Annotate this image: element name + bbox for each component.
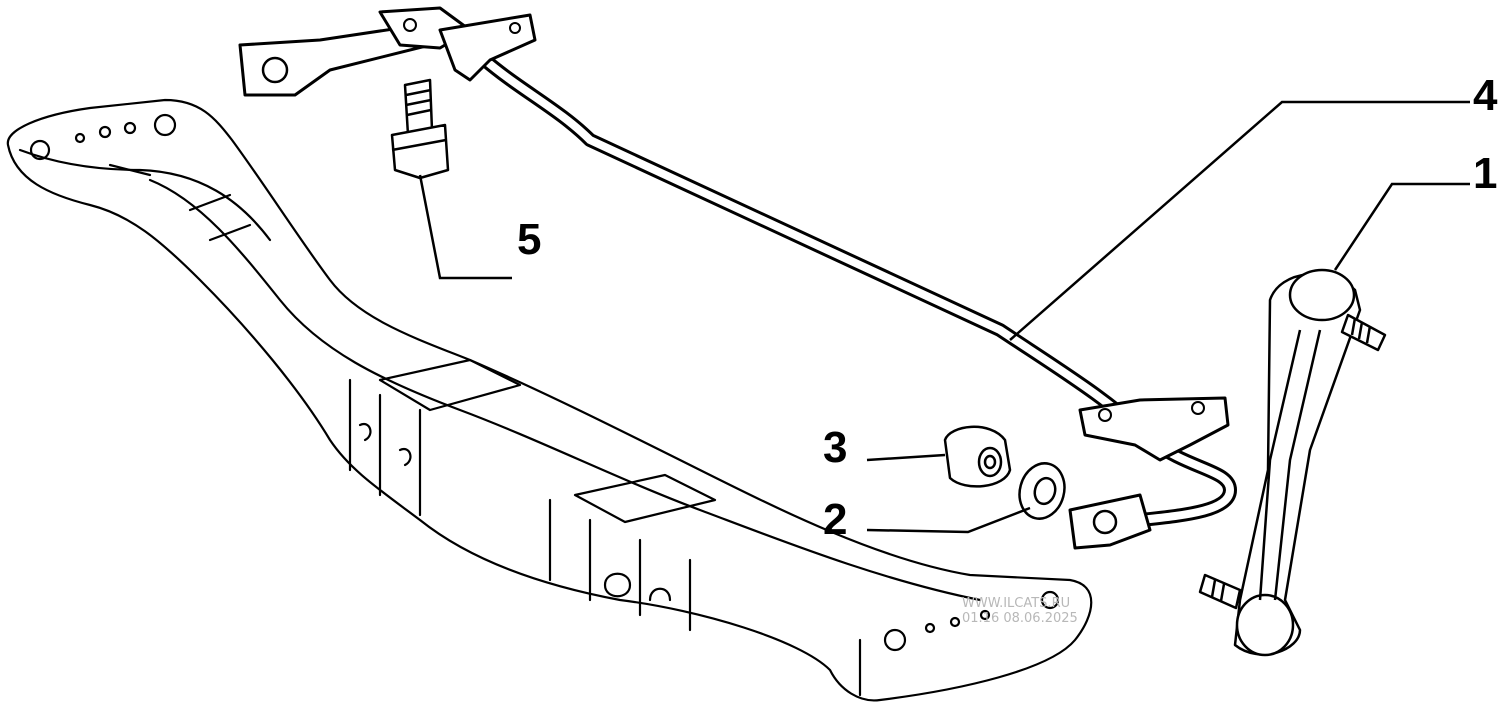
watermark-line-1: WWW.ILCATS.RU <box>962 596 1071 611</box>
callout-number-3: 3 <box>823 423 848 472</box>
callout-number-2: 2 <box>823 495 848 544</box>
stabilizer-link <box>1198 268 1387 657</box>
leader-line-4 <box>1009 100 1470 341</box>
leader-line-5 <box>418 174 512 280</box>
callout-number-5: 5 <box>517 215 542 264</box>
bolt <box>390 78 450 180</box>
leader-line-2 <box>866 506 1031 534</box>
callout-number-4: 4 <box>1473 71 1498 120</box>
watermark: WWW.ILCATS.RU 01.16 08.06.2025 <box>962 596 1078 626</box>
nut <box>943 425 1012 488</box>
washer <box>1018 462 1066 520</box>
leader-line-3 <box>866 453 946 462</box>
crossmember <box>6 98 1093 702</box>
leader-line-1 <box>1333 182 1470 271</box>
callout-number-1: 1 <box>1473 149 1498 198</box>
leader-lines <box>418 100 1470 534</box>
watermark-line-2: 01.16 08.06.2025 <box>962 611 1078 626</box>
stabilizer-bar <box>238 6 1237 550</box>
